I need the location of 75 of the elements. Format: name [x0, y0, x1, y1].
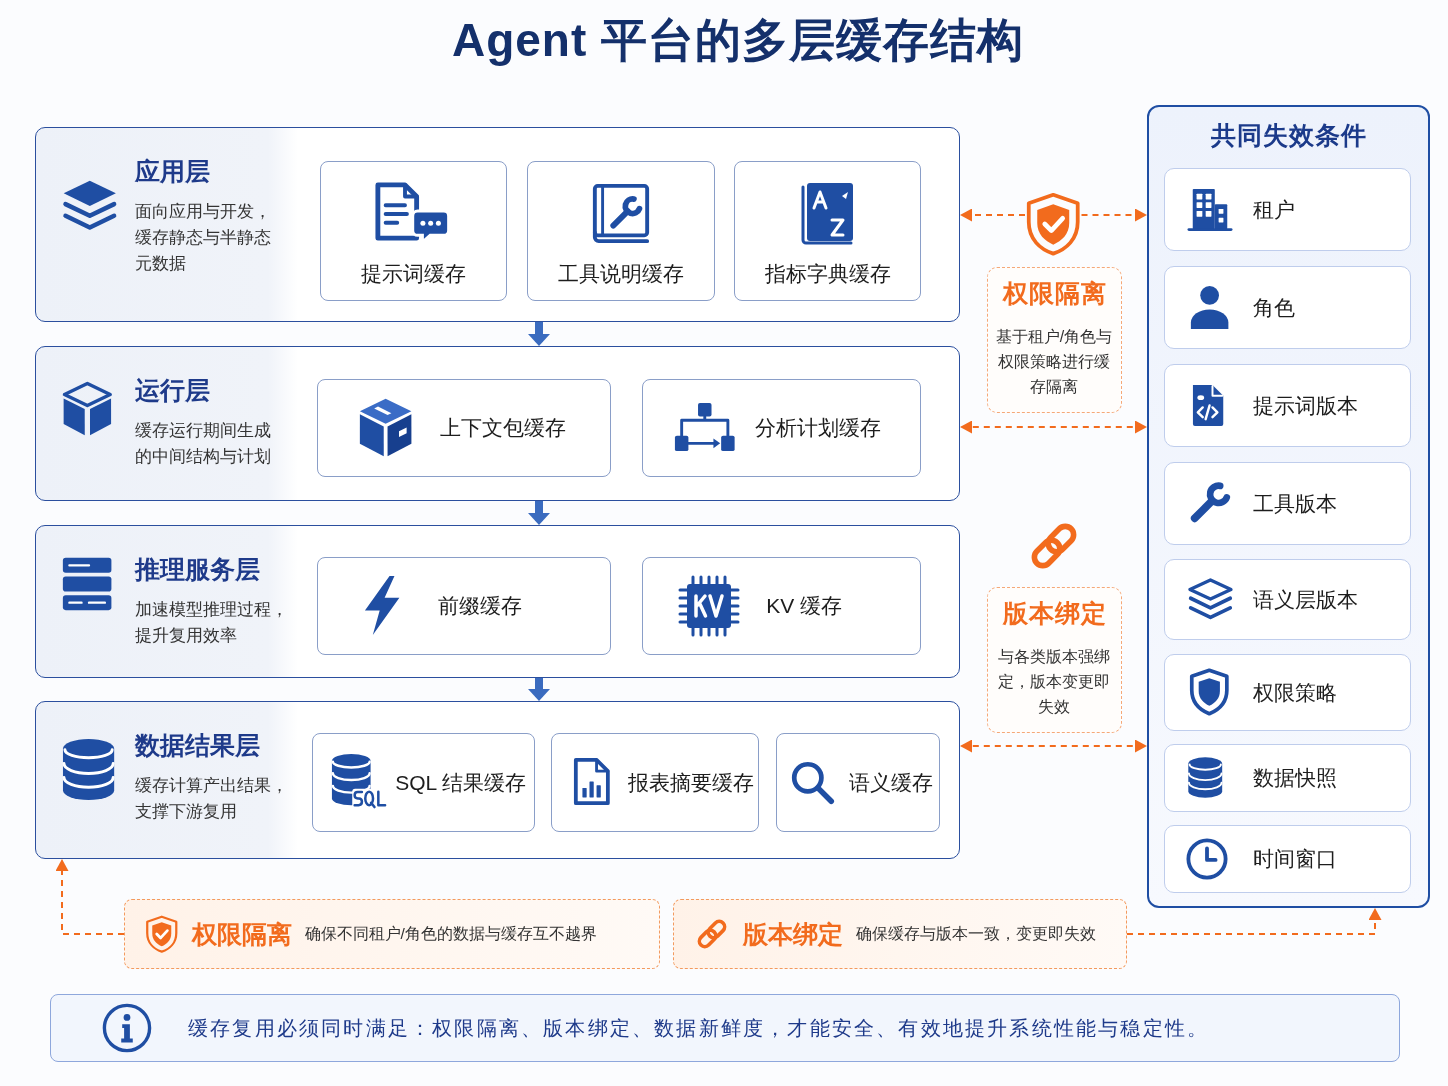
condition-card [1164, 654, 1411, 731]
condition-panel [1147, 105, 1430, 908]
layer-title: 应用层 [135, 156, 210, 186]
cache-card [642, 379, 922, 478]
diagram-title: Agent 平台的多层缓存结构 [451, 13, 1025, 68]
layer-panel [35, 346, 960, 501]
card-label: 报表摘要缓存 [628, 769, 755, 796]
condition-label: 工具版本 [1253, 490, 1337, 517]
card-label: 语义缓存 [849, 769, 934, 796]
condition-card [1164, 364, 1411, 447]
block-arrow [528, 501, 550, 525]
layer-description: 面向应用与开发，缓存静态与半静态元数据 [135, 201, 272, 274]
cache-card [551, 733, 760, 833]
layer-description: 加速模型推理过程，提升复用效率 [135, 599, 289, 646]
condition-card [1164, 462, 1411, 545]
card-label: SQL 结果缓存 [395, 769, 527, 796]
info-bar [50, 994, 1400, 1062]
layer-panel [35, 127, 960, 322]
condition-label: 租户 [1253, 196, 1295, 223]
cache-card [317, 557, 612, 656]
condition-label: 数据快照 [1253, 765, 1337, 791]
dashed-arrow [960, 739, 1147, 753]
note-text: 确保不同租户/角色的数据与缓存互不越界 [304, 924, 597, 944]
layer-description: 缓存计算产出结果，支撑下游复用 [135, 775, 289, 822]
card-label: 提示词缓存 [361, 261, 467, 288]
block-arrow [528, 678, 550, 701]
note-box [987, 587, 1122, 733]
cache-card [527, 161, 716, 302]
note-bar [124, 899, 660, 969]
note-text: 与各类版本强绑定，版本变更即失效 [996, 647, 1111, 717]
cache-card [734, 161, 922, 302]
condition-card [1164, 168, 1411, 251]
condition-card [1164, 266, 1411, 349]
block-arrow [528, 322, 550, 346]
cache-card [312, 733, 536, 833]
card-label: 指标字典缓存 [764, 261, 891, 288]
layer-title: 数据结果层 [135, 730, 260, 760]
card-label: 分析计划缓存 [755, 415, 882, 442]
note-title: 权限隔离 [1002, 278, 1107, 308]
note-title: 权限隔离 [191, 919, 292, 949]
layer-panel [35, 525, 960, 678]
dashed-arrow [960, 420, 1147, 434]
note-bar [673, 899, 1127, 969]
layer-title: 推理服务层 [135, 554, 260, 584]
condition-label: 提示词版本 [1253, 392, 1358, 419]
condition-card [1164, 744, 1411, 812]
shield-check-icon [1025, 192, 1082, 256]
dashed-arrow [1080, 208, 1147, 222]
dashed-arrow [55, 859, 125, 935]
card-label: KV 缓存 [766, 593, 843, 620]
cache-card [642, 557, 922, 656]
condition-card [1164, 825, 1411, 893]
note-text: 确保缓存与版本一致，变更即失效 [856, 924, 1096, 944]
note-box [987, 267, 1122, 413]
condition-label: 角色 [1253, 294, 1295, 321]
cache-card [317, 379, 612, 478]
card-label: 工具说明缓存 [558, 261, 685, 288]
note-title: 版本绑定 [1002, 598, 1107, 628]
card-label: 前缀缓存 [438, 593, 523, 620]
cache-card [320, 161, 508, 302]
note-text: 基于租户/角色与权限策略进行缓存隔离 [994, 327, 1113, 397]
note-title: 版本绑定 [743, 919, 843, 949]
dashed-arrow [960, 208, 1026, 222]
condition-label: 语义层版本 [1253, 586, 1358, 613]
condition-label: 时间窗口 [1253, 846, 1337, 872]
dashed-arrow [1126, 908, 1382, 935]
info-text: 缓存复用必须同时满足：权限隔离、版本绑定、数据新鲜度，才能安全、有效地提升系统性能与稳定性。 [188, 1016, 1210, 1041]
panel-title: 共同失效条件 [1210, 120, 1367, 151]
card-label: 上下文包缓存 [440, 415, 567, 442]
layer-description: 缓存运行期间生成的中间结构与计划 [135, 420, 272, 467]
layer-title: 运行层 [135, 375, 210, 405]
cache-card [776, 733, 941, 833]
layer-panel [35, 701, 960, 859]
condition-label: 权限策略 [1253, 679, 1337, 706]
condition-card [1164, 559, 1411, 640]
